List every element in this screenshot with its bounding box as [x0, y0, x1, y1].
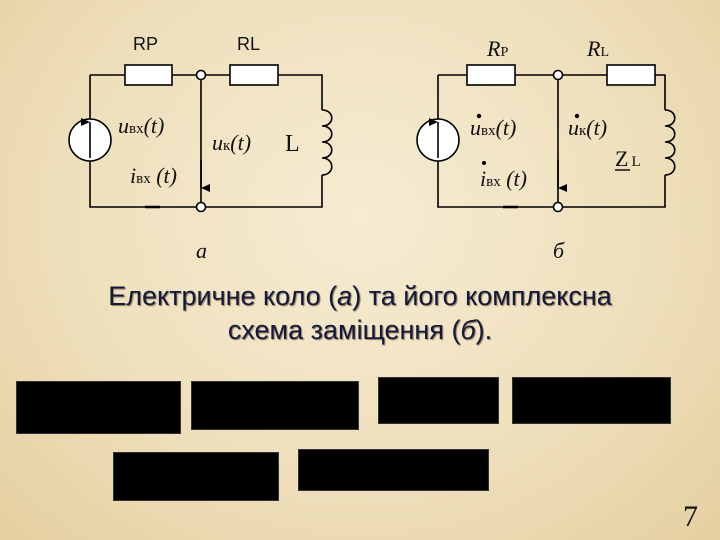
- circuit-b-node-top: [552, 69, 564, 81]
- circuit-b-label-uk: uк(t): [568, 115, 607, 140]
- circuit-a-label-uk: uк(t): [212, 130, 251, 155]
- circuit-b-uin-phasor-dot: [476, 113, 482, 119]
- circuit-b-label-uin: uвх(t): [470, 115, 516, 140]
- circuit-a-label-iin: iвх (t): [130, 163, 177, 188]
- circuit-b-node-bottom: [552, 201, 564, 213]
- circuit-a-label-rp: RP: [133, 34, 158, 54]
- redacted-box-6: [298, 449, 489, 491]
- circuit-b-label-rp: RP: [486, 36, 508, 61]
- page-number: 7: [683, 500, 698, 533]
- figure-caption: Електричне коло (а) та його комплексна с…: [0, 280, 720, 348]
- circuit-b-iin-phasor-dot: [482, 161, 486, 165]
- circuit-a-node-top: [195, 69, 207, 81]
- circuit-a-label-uin: uвх(t): [118, 113, 164, 138]
- circuit-b-uk-phasor-dot: [574, 113, 580, 119]
- circuit-diagram: RP RL uвх(t) iвх (t) uк(t) L а RP RL uвх…: [68, 34, 676, 260]
- caption-line-2: схема заміщення (б).: [227, 314, 493, 345]
- circuit-a-tag: а: [196, 238, 207, 260]
- circuit-b-wires: [437, 74, 666, 208]
- circuit-b-resistor-rl: [606, 64, 656, 86]
- circuit-b-label-iin: iвх (t): [480, 166, 527, 191]
- circuit-a-inductor: [321, 109, 333, 176]
- redacted-box-4: [512, 377, 671, 424]
- redacted-box-1: [16, 381, 181, 434]
- circuit-a: [68, 64, 333, 213]
- circuit-a-node-bottom: [195, 201, 207, 213]
- circuit-a-label-l: L: [285, 131, 300, 157]
- redacted-box-5: [113, 452, 279, 501]
- redacted-box-3: [378, 377, 499, 424]
- circuit-a-label-rl: RL: [237, 34, 260, 54]
- circuit-a-resistor-rp: [124, 64, 173, 86]
- caption-line-1: Електричне коло (а) та його комплексна: [108, 281, 612, 311]
- circuit-b-tag: б: [553, 238, 565, 260]
- circuit-b-resistor-rp: [466, 64, 516, 86]
- circuit-b-label-rl: RL: [586, 36, 609, 61]
- circuit-a-resistor-rl: [229, 64, 279, 86]
- circuit-b-inductor: [664, 109, 676, 176]
- circuit-b: [416, 64, 676, 213]
- redacted-box-2: [191, 381, 359, 430]
